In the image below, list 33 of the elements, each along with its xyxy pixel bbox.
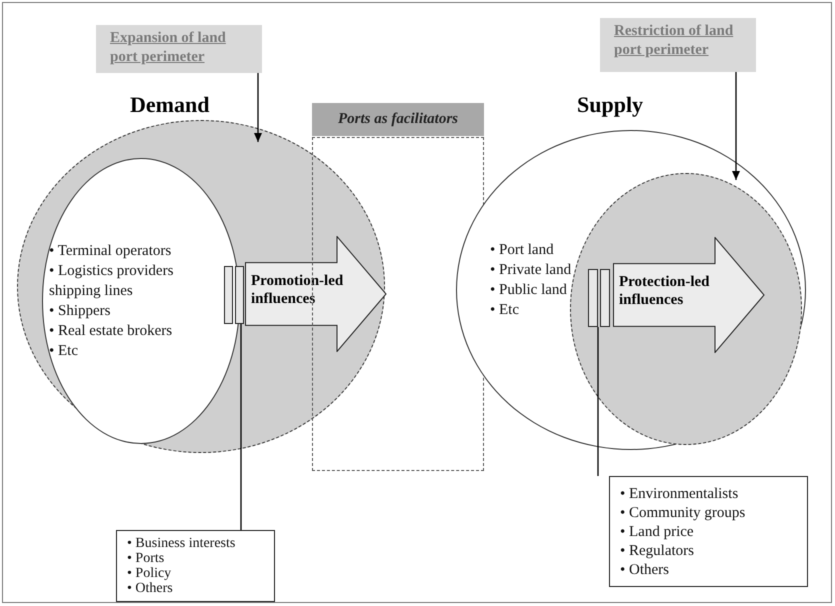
list-item: • Terminal operators xyxy=(49,242,172,261)
connector-line xyxy=(597,327,599,476)
heading-band: Ports as facilitators xyxy=(312,103,484,136)
list-item: • Real estate brokers xyxy=(49,322,174,341)
list-item: • Ports xyxy=(127,551,166,566)
list-item: • Etc xyxy=(490,301,520,320)
list-item: • Logistics providers shipping lines xyxy=(49,262,174,301)
list-item: • Land price xyxy=(620,523,695,542)
double-bar-icon xyxy=(224,266,244,324)
arrow-label: Protection-led influences xyxy=(619,272,711,309)
arrow xyxy=(732,72,740,180)
connector-line xyxy=(240,324,242,530)
list-item: • Community groups xyxy=(620,504,746,523)
list-item: • Port land xyxy=(490,241,555,260)
list-box xyxy=(609,476,808,587)
list-item: • Others xyxy=(620,561,670,580)
list-item: • Policy xyxy=(127,566,172,581)
list-item: • Shippers xyxy=(49,302,112,321)
double-bar-icon xyxy=(588,269,610,327)
list-item: • Etc xyxy=(49,342,79,361)
arrow-label: Promotion-led influences xyxy=(251,272,344,308)
arrow xyxy=(254,73,262,142)
list-item: • Private land xyxy=(490,261,572,280)
list-item: • Regulators xyxy=(620,542,695,561)
perimeter-note: Expansion of land port perimeter xyxy=(96,25,262,73)
list-box xyxy=(116,530,275,602)
perimeter-note: Restriction of land port perimeter xyxy=(600,18,756,72)
list-item: • Environmentalists xyxy=(620,485,740,504)
group-heading: Supply xyxy=(577,92,644,118)
list-item: • Others xyxy=(127,581,174,596)
list-item: • Business interests xyxy=(127,536,236,551)
group-heading: Demand xyxy=(130,92,210,118)
list-item: • Public land xyxy=(490,281,568,300)
